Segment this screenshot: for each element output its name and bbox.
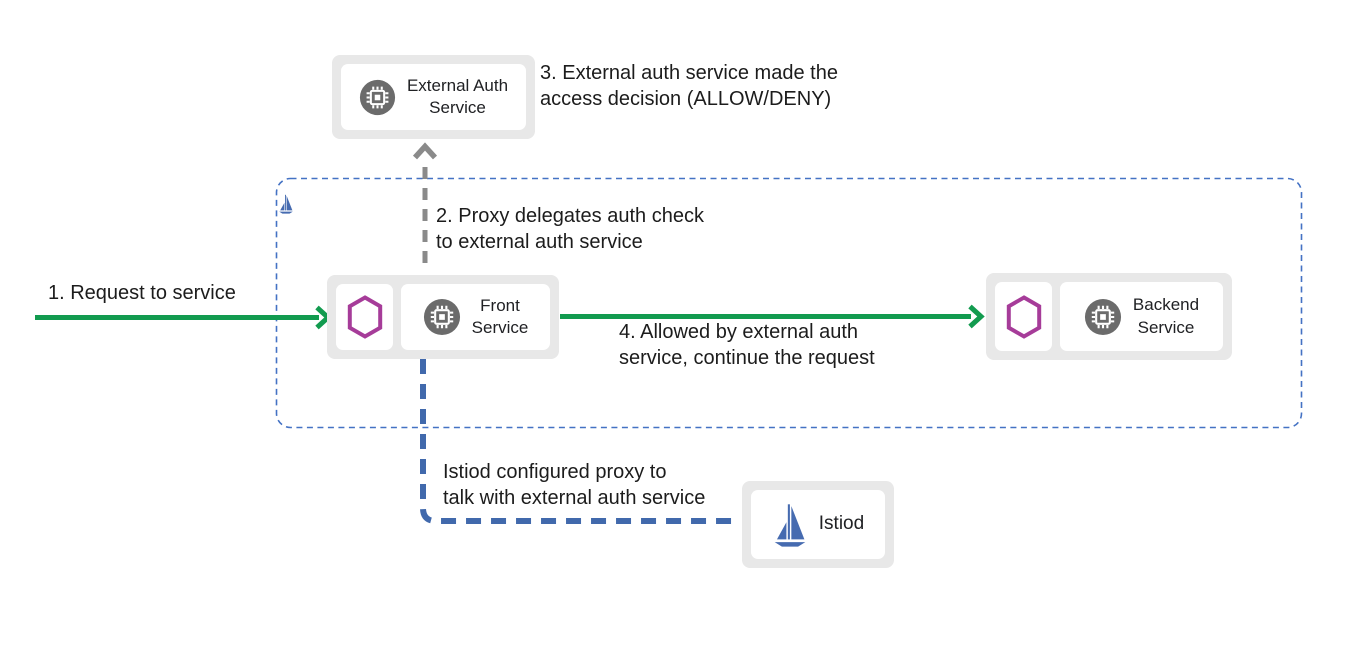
front-service-node: Front Service — [327, 275, 559, 359]
request-arrow — [35, 305, 332, 330]
istio-sail-icon — [279, 194, 293, 214]
node-label: Istiod — [818, 513, 865, 535]
backend-proxy-card — [995, 282, 1052, 351]
istiod-card: Istiod — [751, 490, 885, 559]
node-label: External Auth Service — [406, 75, 509, 117]
external-auth-service-node: External Auth Service — [332, 55, 535, 139]
istiod-config-connector — [420, 359, 741, 524]
service-mesh-boundary — [275, 177, 1303, 429]
annotation-step2: 2. Proxy delegates auth check to externa… — [436, 205, 704, 253]
continue-request-arrow — [560, 304, 985, 329]
envoy-proxy-hexagon-icon — [1006, 294, 1041, 339]
annotation-istiod-config: Istiod configured proxy to talk with ext… — [443, 461, 706, 509]
front-service-card: Front Service — [401, 284, 550, 350]
envoy-proxy-hexagon-icon — [347, 295, 382, 339]
node-label: Front Service — [471, 295, 529, 337]
chip-icon — [1084, 298, 1121, 335]
istio-sail-icon — [774, 503, 806, 547]
annotation-step3: 3. External auth service made the access… — [540, 62, 838, 110]
auth-check-arrow — [412, 142, 438, 263]
istiod-node: Istiod — [742, 481, 894, 568]
backend-service-card: Backend Service — [1060, 282, 1223, 351]
annotation-step4: 4. Allowed by external auth service, con… — [619, 321, 875, 369]
front-proxy-card — [336, 284, 393, 350]
node-label: Backend Service — [1132, 295, 1200, 337]
chip-icon — [359, 79, 396, 115]
chip-icon — [423, 298, 460, 336]
backend-service-node: Backend Service — [986, 273, 1232, 360]
external-auth-service-card: External Auth Service — [341, 64, 526, 130]
annotation-step1: 1. Request to service — [48, 282, 236, 304]
